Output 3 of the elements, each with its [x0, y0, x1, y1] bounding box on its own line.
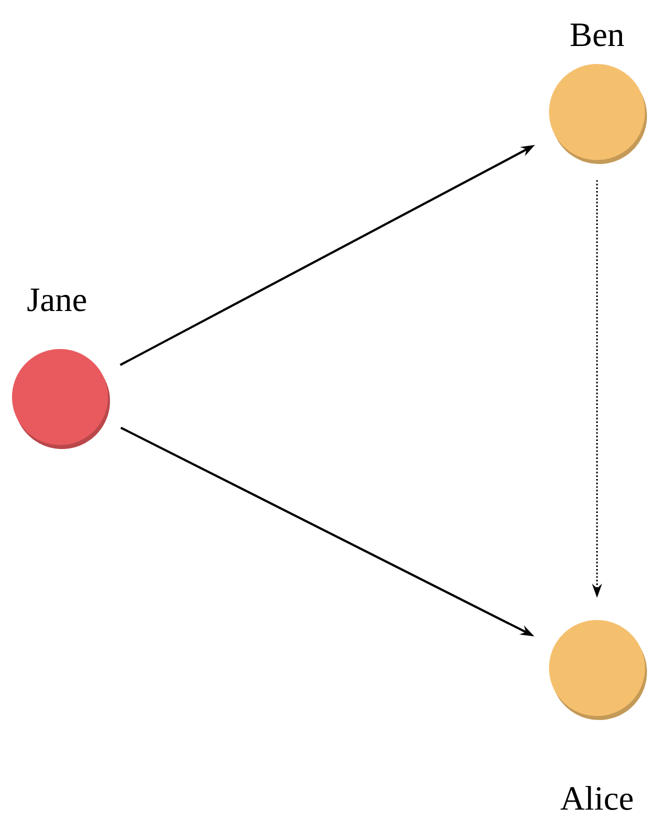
- node-label: Jane: [28, 288, 86, 312]
- node-label: Alice: [560, 786, 633, 810]
- node-label: Ben: [570, 24, 624, 46]
